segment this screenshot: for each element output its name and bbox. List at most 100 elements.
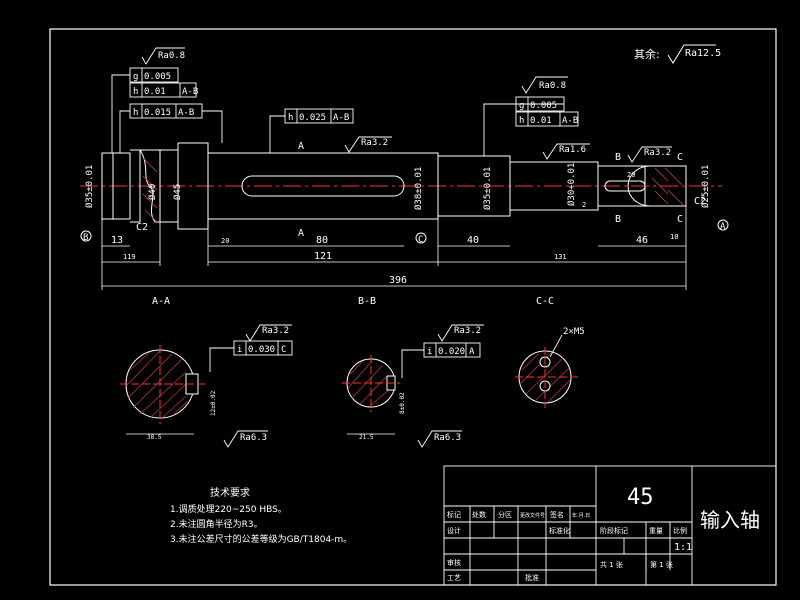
dim-dia40: Ø40 (147, 184, 158, 200)
tol-7-sym: i (237, 345, 242, 355)
tol-7-ref: C (281, 345, 286, 355)
roughness-symbol-6 (245, 324, 292, 342)
datum-a: A (720, 222, 726, 232)
dim-20-end: 20 (627, 171, 635, 179)
dim-10: 10 (670, 233, 678, 241)
tech-req-line-1: 1.调质处理220~250 HBS。 (170, 503, 287, 515)
section-mark-a-top: A (298, 141, 304, 152)
roughness-symbol-1 (141, 47, 185, 65)
section-mark-c-top: C (677, 152, 683, 163)
tb-review: 审核 (447, 558, 461, 567)
tol-frame-6 (515, 111, 579, 127)
scale-value: 1:1 (674, 542, 692, 553)
chamfer-right: C2 (694, 196, 706, 207)
tol-2-ref: A-B (182, 87, 198, 97)
roughness-7: Ra3.2 (454, 326, 481, 336)
section-mark-c-bottom: C (677, 214, 683, 225)
section-cc (515, 334, 578, 408)
chamfer-left: C2 (136, 222, 148, 233)
left-journal (101, 152, 131, 220)
dim-80: 80 (316, 235, 328, 246)
tb-sheets: 共 1 张 (600, 560, 623, 569)
section-title-aa: A-A (152, 296, 170, 307)
shaft-main-view (80, 142, 722, 230)
tb-stage: 阶段标记 (600, 526, 628, 535)
tb-date: 年.月.日 (572, 512, 590, 519)
general-roughness-value: Ra12.5 (685, 48, 721, 59)
section-aa (120, 345, 205, 435)
tech-req-line-3: 3.未注公差尺寸的公差等级为GB/T1804-m。 (170, 533, 352, 545)
dim-dia35-right: Ø35±0.01 (482, 167, 493, 210)
dim-40: 40 (467, 235, 479, 246)
dim-dia35-left: Ø35±0.01 (84, 165, 95, 208)
tb-approve: 批准 (525, 573, 539, 582)
section-bb (342, 355, 400, 435)
tol-3-sym: h (133, 108, 138, 118)
tapped-hole-label: 2×M5 (563, 327, 585, 337)
tol-8-ref: A (469, 347, 475, 357)
tech-req-line-2: 2.未注圆角半径为R3。 (170, 518, 263, 530)
tol-2-sym: h (133, 87, 138, 97)
title-block (443, 465, 777, 586)
roughness-9: Ra6.3 (434, 433, 461, 443)
tb-sheet: 第 1 张 (650, 560, 673, 569)
tol-4-ref: A-B (333, 113, 349, 123)
section-title-cc: C-C (536, 296, 554, 307)
roughness-symbol-7 (437, 324, 484, 342)
dim-aa-width: 12±0.02 (210, 390, 217, 416)
tol-3-ref: A-B (178, 108, 194, 118)
tb-std: 标准化 (549, 526, 570, 535)
tol-1-val: 0.005 (144, 72, 171, 82)
section-mark-b-bottom: B (615, 214, 621, 225)
tol-8-val: 0.020 (438, 347, 465, 357)
tb-process: 工艺 (447, 574, 461, 582)
tol-8-sym: i (427, 347, 432, 357)
dim-dia45: Ø45 (172, 184, 183, 200)
roughness-symbol-5 (627, 146, 672, 163)
roughness-6: Ra3.2 (262, 326, 289, 336)
roughness-symbol-9 (417, 430, 462, 448)
tol-4-val: 0.025 (299, 113, 326, 123)
tb-zone: 分区 (498, 510, 512, 519)
section-mark-b-top: B (615, 152, 621, 163)
dim-bb-width: 8±0.02 (399, 392, 406, 414)
tol-6-ref: A-B (562, 116, 578, 126)
dim-119: 119 (123, 253, 136, 261)
datum-c: C (418, 235, 423, 245)
roughness-4: Ra1.6 (559, 145, 586, 155)
tol-4-sym: h (288, 113, 293, 123)
roughness-symbol-3 (344, 136, 392, 153)
tol-7-val: 0.030 (248, 345, 275, 355)
tb-docno: 更改文件号 (520, 512, 545, 519)
roughness-1: Ra0.8 (158, 51, 185, 61)
datum-b: B (83, 233, 88, 243)
end-hatch (651, 167, 685, 207)
section-mark-a-bottom: A (298, 228, 304, 239)
dim-121: 121 (314, 251, 332, 262)
roughness-symbol-2 (521, 76, 568, 94)
roughness-2: Ra0.8 (539, 81, 566, 91)
dim-bb-depth: 21.5 (359, 434, 374, 441)
tb-mark: 标记 (447, 510, 461, 519)
drawing-border (49, 28, 777, 586)
tb-count: 处数 (472, 510, 486, 519)
roughness-symbol-8 (223, 430, 268, 448)
roughness-symbol (667, 44, 716, 64)
shaft-break (130, 149, 141, 223)
step-dia25 (597, 165, 687, 207)
dim-aa-depth: 38.5 (147, 434, 162, 441)
part-name: 输入轴 (700, 508, 760, 532)
tech-req-title: 技术要求 (210, 486, 250, 499)
roughness-8: Ra6.3 (240, 433, 267, 443)
dim-20: 20 (221, 237, 229, 245)
tol-5-val: 0.005 (530, 101, 557, 111)
dim-131: 131 (554, 253, 567, 261)
tol-3-val: 0.015 (144, 108, 171, 118)
dim-dia38: Ø38±0.01 (413, 167, 424, 210)
tol-6-val: 0.01 (530, 116, 552, 126)
tb-sign: 签名 (550, 510, 564, 519)
break-hatch (142, 157, 158, 223)
dim-dia25: Ø25±0.01 (700, 165, 711, 208)
tol-1-sym: g (133, 72, 138, 82)
